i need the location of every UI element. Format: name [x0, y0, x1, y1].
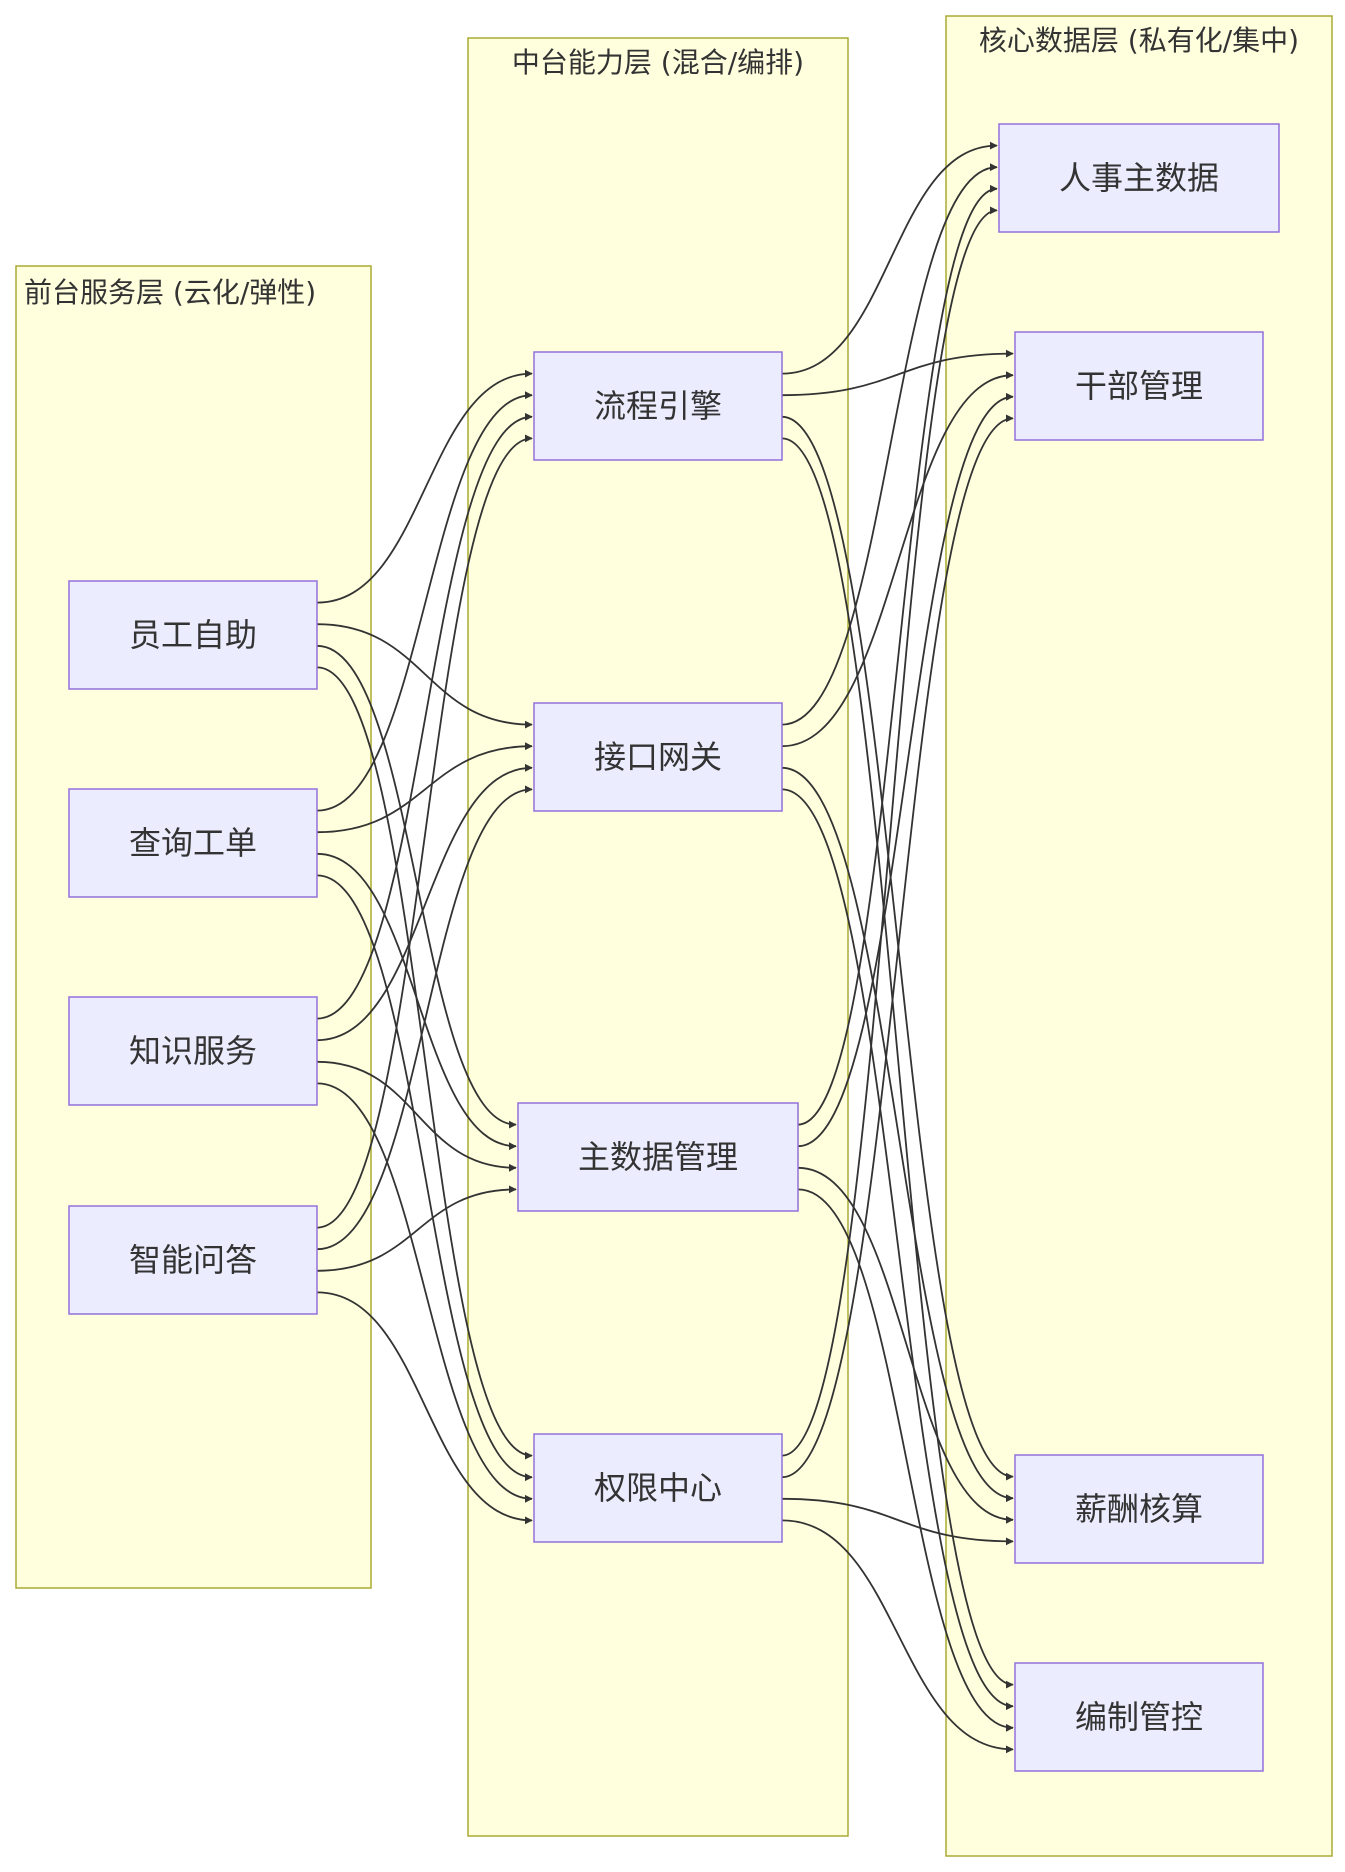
- node-api-gateway[interactable]: 接口网关: [533, 702, 783, 812]
- edge-n1-m2: [316, 623, 533, 729]
- edge-n2-m1: [316, 391, 533, 812]
- node-label: 编制管控: [1075, 1698, 1203, 1736]
- edge-m3-c1: [797, 184, 998, 1126]
- node-knowledge-service[interactable]: 知识服务: [68, 996, 318, 1106]
- node-label: 接口网关: [594, 738, 722, 776]
- edge-m4-c1: [781, 206, 998, 1457]
- layer-front-title: 前台服务层 (云化/弹性): [24, 276, 316, 309]
- edge-m1-c1: [781, 141, 998, 375]
- node-smart-qa[interactable]: 智能问答: [68, 1205, 318, 1315]
- node-query-ticket[interactable]: 查询工单: [68, 788, 318, 898]
- edge-n2-m2: [316, 742, 533, 834]
- edge-n4-m2: [316, 785, 533, 1251]
- node-payroll-accounting[interactable]: 薪酬核算: [1014, 1454, 1264, 1564]
- edge-n3-m1: [316, 412, 533, 1020]
- layer-core-box: [945, 15, 1333, 1857]
- edges: [316, 141, 1014, 1754]
- node-permission-center[interactable]: 权限中心: [533, 1433, 783, 1543]
- edge-m4-c2: [781, 414, 1014, 1479]
- layer-core-title: 核心数据层 (私有化/集中): [979, 24, 1299, 57]
- edge-m4-c4: [781, 1519, 1014, 1754]
- node-label: 薪酬核算: [1075, 1490, 1203, 1528]
- edge-m2-c1: [781, 163, 998, 726]
- edge-n1-m1: [316, 369, 533, 604]
- edge-m2-c2: [781, 371, 1014, 748]
- node-label: 人事主数据: [1059, 159, 1219, 197]
- edge-m3-c2: [797, 392, 1014, 1148]
- edge-n4-m3: [316, 1185, 517, 1272]
- node-workflow-engine[interactable]: 流程引擎: [533, 351, 783, 461]
- layer-front: 前台服务层 (云化/弹性): [15, 265, 372, 1589]
- layer-core: 核心数据层 (私有化/集中): [945, 15, 1333, 1857]
- edge-m2-c4: [781, 788, 1014, 1711]
- edge-m3-c4: [797, 1188, 1014, 1732]
- edge-n3-m3: [316, 1060, 517, 1172]
- edge-n4-m4: [316, 1291, 533, 1525]
- nodes: 员工自助 查询工单 知识服务 智能问答 流程引擎 接口网关 主数据管理 权限: [68, 123, 1280, 1772]
- edge-n3-m2: [316, 763, 533, 1042]
- node-label: 智能问答: [129, 1241, 257, 1279]
- node-employee-self-service[interactable]: 员工自助: [68, 580, 318, 690]
- node-headcount-control[interactable]: 编制管控: [1014, 1662, 1264, 1772]
- edge-m1-c2: [781, 349, 1014, 397]
- node-label: 干部管理: [1075, 367, 1203, 405]
- edge-m3-c3: [797, 1166, 1014, 1524]
- edge-n1-m4: [316, 666, 533, 1460]
- node-label: 主数据管理: [578, 1138, 738, 1176]
- node-label: 员工自助: [129, 616, 257, 654]
- node-label: 权限中心: [594, 1469, 722, 1507]
- layer-middle-box: [467, 37, 849, 1837]
- node-cadre-management[interactable]: 干部管理: [1014, 331, 1264, 441]
- edge-n4-m1: [316, 434, 533, 1229]
- edge-n2-m3: [316, 852, 517, 1151]
- node-label: 流程引擎: [594, 387, 722, 425]
- node-label: 查询工单: [129, 824, 257, 862]
- edge-m2-c3: [781, 766, 1014, 1503]
- edge-m4-c3: [781, 1497, 1014, 1546]
- layer-middle-title: 中台能力层 (混合/编排): [512, 46, 804, 79]
- node-label: 知识服务: [129, 1032, 257, 1070]
- node-hr-master-data[interactable]: 人事主数据: [998, 123, 1280, 233]
- edge-n3-m4: [316, 1082, 533, 1503]
- node-master-data-management[interactable]: 主数据管理: [517, 1102, 799, 1212]
- layer-front-box: [15, 265, 372, 1589]
- edge-m1-c4: [781, 437, 1014, 1689]
- edge-n2-m4: [316, 874, 533, 1482]
- layer-middle: 中台能力层 (混合/编排): [467, 37, 849, 1837]
